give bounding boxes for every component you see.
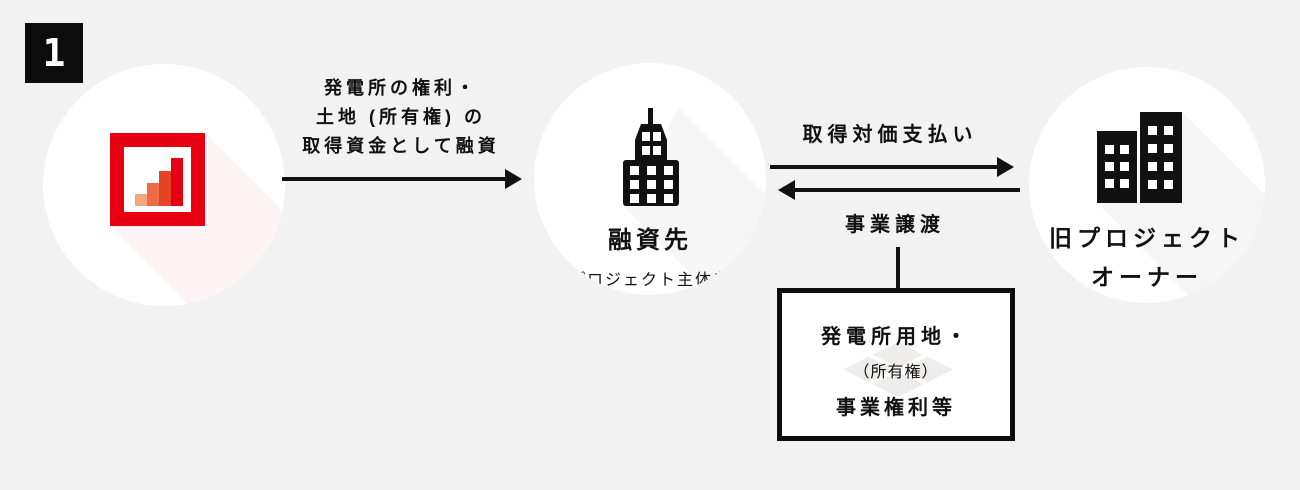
logo-bar-4 <box>171 158 183 206</box>
borrower-title: 融資先 <box>608 227 692 254</box>
transfer-arrow <box>795 188 1020 192</box>
old-owner-node: 旧プロジェクト オーナー <box>1029 67 1265 303</box>
borrower-node: 融資先 （プロジェクト主体者） <box>534 63 766 295</box>
payment-arrow <box>770 165 997 169</box>
logo-bar-3 <box>159 171 171 206</box>
loan-arrow <box>282 177 505 181</box>
loan-flow-label-line1: 発電所の権利・ <box>324 78 478 98</box>
borrower-subtitle: （プロジェクト主体者） <box>550 272 749 289</box>
old-owner-title: 旧プロジェクト オーナー <box>1029 219 1265 297</box>
loan-flow-label-line3: 取得資金として融資 <box>302 136 500 156</box>
asset-box: 発電所用地・ （所有権） 事業権利等 <box>777 288 1015 441</box>
loan-flow-label: 発電所の権利・ 土地 (所有権) の 取得資金として融資 <box>281 74 521 161</box>
logo-bar-2 <box>147 183 159 206</box>
box-connector-line <box>896 247 900 288</box>
loan-flow-label-line2: 土地 (所有権) の <box>316 107 486 127</box>
land-parcel-watermark-icon <box>843 342 953 397</box>
office-tower-icon <box>623 108 679 206</box>
lender-node <box>43 64 285 306</box>
old-owner-title-line1: 旧プロジェクト <box>1049 225 1245 251</box>
twin-buildings-icon <box>1097 112 1182 203</box>
transfer-arrowhead-icon <box>778 180 795 200</box>
logo-bar-1 <box>135 194 147 206</box>
asset-box-line2: （所有権） <box>853 364 939 381</box>
asset-box-line3: 事業権利等 <box>836 397 956 419</box>
asset-box-line1: 発電所用地・ <box>821 326 971 348</box>
payment-arrowhead-icon <box>997 157 1014 177</box>
payment-flow-label: 取得対価支払い <box>802 124 978 146</box>
transfer-flow-label: 事業譲渡 <box>845 214 945 236</box>
loan-arrowhead-icon <box>505 169 522 189</box>
bar-chart-logo-icon <box>110 133 205 226</box>
old-owner-title-line2: オーナー <box>1091 264 1203 290</box>
step-badge: 1 <box>25 23 83 83</box>
